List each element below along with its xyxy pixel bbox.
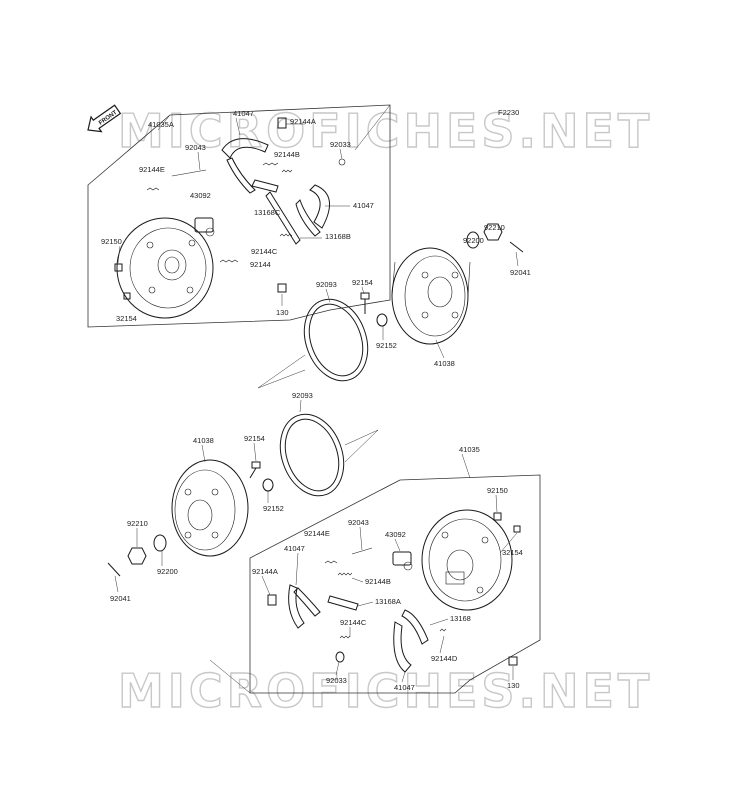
svg-text:13168A: 13168A	[375, 597, 401, 606]
svg-text:43092: 43092	[385, 530, 406, 539]
svg-text:92144C: 92144C	[251, 247, 278, 256]
svg-text:92154: 92154	[352, 278, 373, 287]
svg-text:13168C: 13168C	[254, 208, 281, 217]
front-arrow-icon: FRONT	[87, 104, 122, 133]
svg-text:92043: 92043	[348, 518, 369, 527]
figure-code: F2230	[498, 108, 519, 117]
bottom-brake-assembly-frame	[209, 474, 541, 694]
brake-shoe-top-1	[221, 138, 269, 194]
svg-text:92144E: 92144E	[139, 165, 165, 174]
svg-text:92200: 92200	[157, 567, 178, 576]
brake-drum-top	[391, 247, 471, 345]
svg-text:92144B: 92144B	[274, 150, 300, 159]
bolt-92154-top	[360, 292, 370, 314]
svg-text:92033: 92033	[330, 140, 351, 149]
svg-text:92152: 92152	[263, 504, 284, 513]
svg-text:92093: 92093	[292, 391, 313, 400]
svg-text:92144E: 92144E	[304, 529, 330, 538]
seal-ring-top	[303, 298, 369, 382]
svg-text:41047: 41047	[353, 201, 374, 210]
brake-shoe-bottom-2	[393, 609, 429, 673]
svg-text:92154: 92154	[244, 434, 265, 443]
wheel-cylinder-bottom	[392, 551, 413, 571]
drum-bottom-labels: 92093 41038 92154 92152 92210 92200 9204…	[110, 391, 313, 603]
washer-92152-top	[376, 313, 388, 327]
svg-text:92041: 92041	[510, 268, 531, 277]
seal-ring-bottom	[279, 413, 345, 497]
svg-text:41035A: 41035A	[148, 120, 174, 129]
svg-text:92210: 92210	[484, 223, 505, 232]
svg-text:92144B: 92144B	[365, 577, 391, 586]
svg-text:13168B: 13168B	[325, 232, 351, 241]
svg-text:92033: 92033	[326, 676, 347, 685]
brake-shoe-bottom-1	[288, 584, 321, 629]
svg-text:32154: 32154	[502, 548, 523, 557]
svg-text:32154: 32154	[116, 314, 137, 323]
top-brake-assembly-frame	[87, 104, 391, 328]
svg-text:92144A: 92144A	[290, 117, 316, 126]
svg-text:92144C: 92144C	[340, 618, 367, 627]
svg-text:130: 130	[276, 308, 289, 317]
watermark-top: MICROFICHES.NET	[118, 104, 653, 158]
svg-text:41038: 41038	[434, 359, 455, 368]
svg-text:41047: 41047	[284, 544, 305, 553]
svg-text:92043: 92043	[185, 143, 206, 152]
svg-text:92150: 92150	[487, 486, 508, 495]
springs-top	[146, 117, 346, 263]
bolt-92154-bottom	[249, 461, 261, 479]
svg-text:41035: 41035	[459, 445, 480, 454]
brake-shoe-top-2	[295, 184, 330, 237]
watermark-bottom: MICROFICHES.NET	[118, 664, 653, 718]
svg-text:13168: 13168	[450, 614, 471, 623]
adjuster-lever-top	[251, 179, 279, 193]
brake-drum-bottom	[171, 459, 249, 557]
svg-text:41047: 41047	[233, 109, 254, 118]
bolts-top-plate	[114, 263, 287, 300]
bottom-group-labels: 41035 92150 92043 92144E 43092 32154 410…	[252, 445, 523, 692]
svg-text:92210: 92210	[127, 519, 148, 528]
svg-text:92093: 92093	[316, 280, 337, 289]
svg-text:130: 130	[507, 681, 520, 690]
wheel-cylinder-top	[194, 217, 215, 237]
hub-nut-bottom	[107, 534, 167, 577]
svg-text:92144A: 92144A	[252, 567, 278, 576]
springs-bottom	[267, 547, 447, 663]
svg-text:92144: 92144	[250, 260, 271, 269]
washer-92152-bottom	[262, 478, 274, 492]
svg-text:43092: 43092	[190, 191, 211, 200]
top-group-labels: 41035A 41047 92144A 92043 92144B 92033 9…	[101, 109, 374, 323]
backing-plate-bottom	[421, 509, 513, 611]
svg-text:41038: 41038	[193, 436, 214, 445]
backing-plate-top	[116, 217, 214, 319]
bolts-bottom-plate	[493, 512, 521, 666]
svg-text:92144D: 92144D	[431, 654, 458, 663]
svg-text:92150: 92150	[101, 237, 122, 246]
drum-top-labels: 92093 92154 92200 92210 92041 92152 4103…	[316, 223, 531, 368]
svg-text:92152: 92152	[376, 341, 397, 350]
adjuster-link-top	[265, 191, 301, 245]
svg-text:92041: 92041	[110, 594, 131, 603]
svg-text:41047: 41047	[394, 683, 415, 692]
hub-nut-top	[466, 223, 524, 253]
svg-text:92200: 92200	[463, 236, 484, 245]
